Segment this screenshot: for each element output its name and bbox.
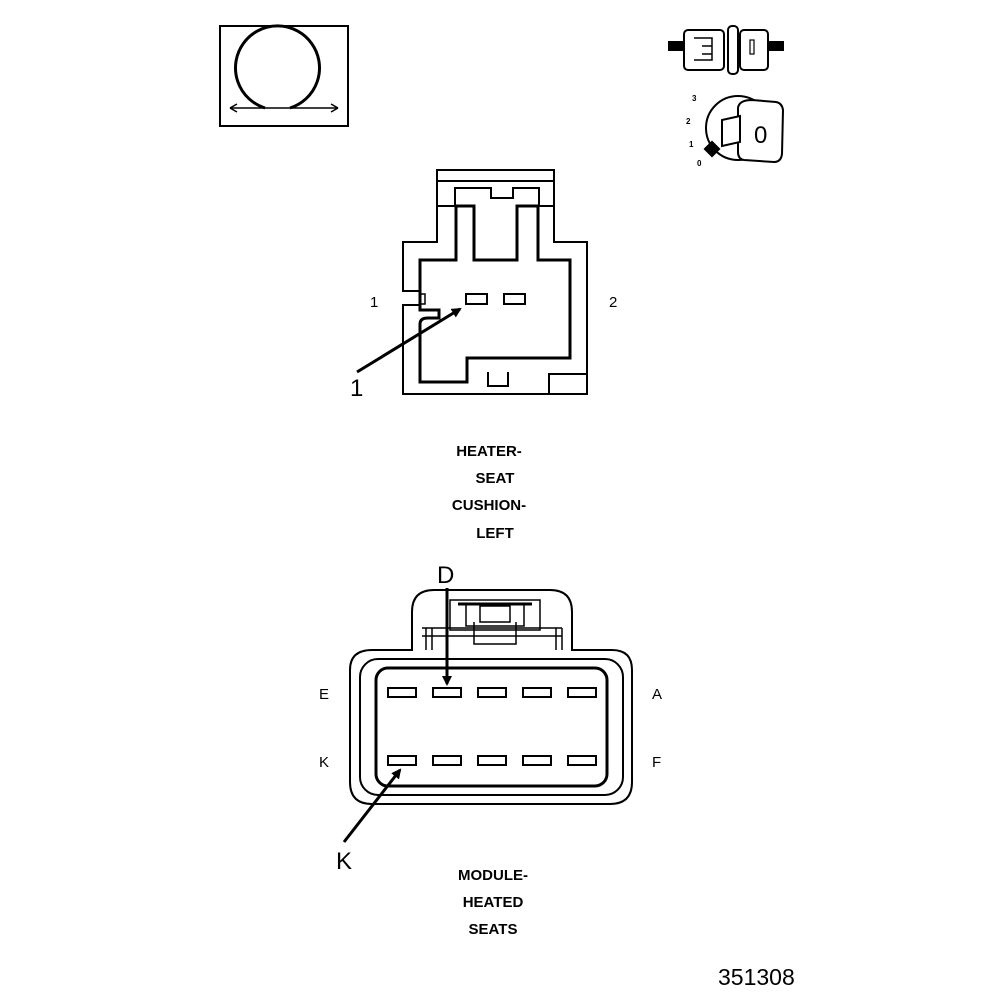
title-line: HEATER- [456, 443, 522, 460]
callout-arrow-1 [356, 307, 462, 374]
connector-2-title: MODULE- HEATED SEATS [458, 867, 528, 938]
terminal-B [522, 687, 552, 698]
title-line: LEFT [476, 525, 514, 542]
terminal-C [477, 687, 507, 698]
key-position-glyph: 0 [754, 122, 767, 149]
terminal-H [477, 755, 507, 766]
heater-seat-connector [356, 169, 588, 395]
terminal-2 [503, 293, 526, 305]
key-scale-label-2: 2 [686, 117, 691, 126]
key-scale-label-1: 1 [689, 140, 694, 149]
terminal-D [432, 687, 462, 698]
title-line: SEATS [469, 921, 518, 938]
callout-label-K: K [336, 848, 352, 875]
ignition-key-icon: 0 3 2 1 0 [686, 94, 785, 168]
document-id: 351308 [718, 964, 795, 990]
title-line: CUSHION- [452, 497, 526, 514]
terminal-E [387, 687, 417, 698]
terminal-G [522, 755, 552, 766]
callout-arrow-K [342, 768, 402, 843]
omega-icon [219, 24, 349, 127]
disconnected-connector-icon [668, 25, 784, 75]
pin-label-K: K [319, 754, 329, 771]
key-scale-label-0: 0 [697, 159, 702, 168]
callout-label-D: D [437, 562, 454, 589]
terminal-K [387, 755, 417, 766]
key-scale-label-3: 3 [692, 94, 697, 103]
terminal-1 [465, 293, 488, 305]
terminal-F [567, 755, 597, 766]
terminal-J [432, 755, 462, 766]
heated-seats-module-connector [342, 588, 633, 843]
title-line: HEATED [463, 894, 524, 911]
callout-label-1: 1 [350, 375, 363, 402]
terminal-A [567, 687, 597, 698]
pin-label-2: 2 [609, 294, 617, 311]
pin-label-1: 1 [370, 294, 378, 311]
title-line: MODULE- [458, 867, 528, 884]
pin-label-F: F [652, 754, 661, 771]
pin-label-E: E [319, 686, 329, 703]
pin-label-A: A [652, 686, 662, 703]
title-line: SEAT [476, 470, 515, 487]
connector-1-title: HEATER- SEAT CUSHION- LEFT [452, 443, 526, 542]
